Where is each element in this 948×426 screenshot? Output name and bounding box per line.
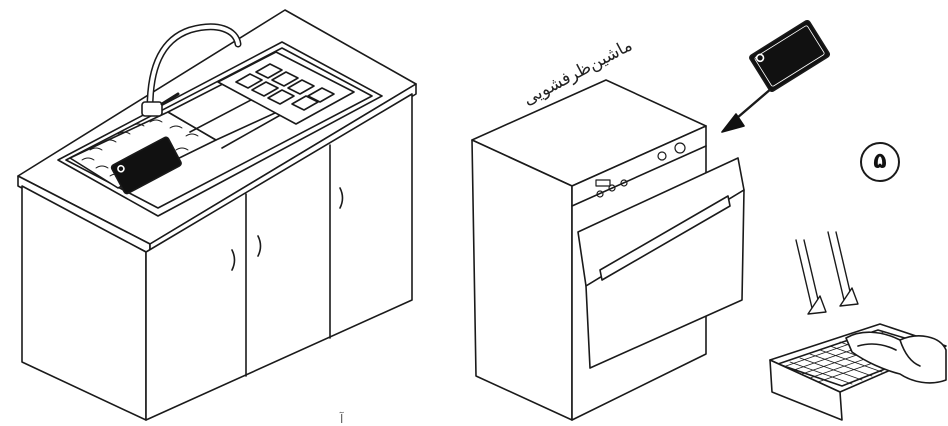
dishwasher <box>472 80 744 420</box>
step-number: ۵ <box>860 142 900 182</box>
hands-removing-filter <box>770 232 946 420</box>
caption-fragment: آ <box>340 412 343 426</box>
grease-filter <box>749 20 831 93</box>
kitchen-sink-cabinet <box>18 10 416 420</box>
insert-arrow <box>722 88 772 132</box>
